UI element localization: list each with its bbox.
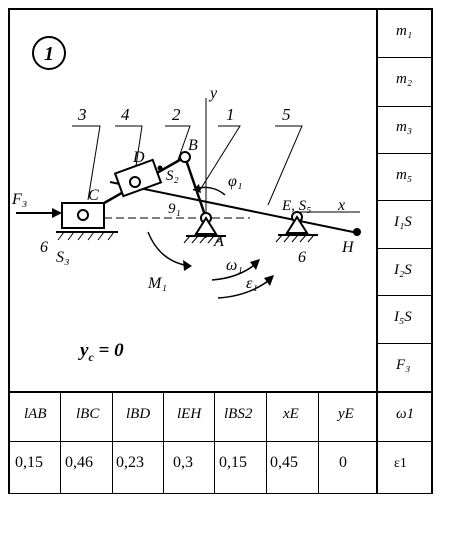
- label-link-3: 3: [77, 105, 87, 124]
- leader-3: [72, 125, 101, 201]
- label-point-C: C: [88, 187, 99, 204]
- header-lEH: lEH: [177, 406, 202, 422]
- label-S2: S₂: [166, 168, 179, 184]
- label-m5: m₅: [396, 167, 413, 183]
- label-point-H: H: [341, 239, 355, 256]
- ground-A-hatch: [183, 235, 223, 244]
- scheme-number: 1: [44, 43, 54, 65]
- value-lBC: 0,46: [65, 454, 93, 471]
- link-5-line: [109, 181, 359, 234]
- value-lEH: 0,3: [173, 454, 193, 471]
- omega1-arrowhead: [250, 259, 260, 270]
- bottom-col-2: [112, 391, 113, 494]
- label-F3: F₃: [396, 357, 411, 373]
- right-border: [431, 8, 433, 494]
- top-border: [8, 8, 432, 10]
- header-yE: yE: [338, 406, 354, 422]
- column-divider: [376, 8, 378, 494]
- label-omega1: ω₁: [226, 257, 243, 274]
- label-x-axis: x: [337, 197, 345, 214]
- row-divider-1: [376, 57, 432, 58]
- header-lAB: lAB: [24, 406, 47, 422]
- bottom-col-5: [266, 391, 267, 494]
- label-I2S: I₂S: [394, 262, 412, 278]
- label-point-D: D: [132, 149, 145, 166]
- label-point-A: A: [213, 233, 224, 250]
- label-S3: S₃: [56, 249, 70, 266]
- slider-guide-hatch: [57, 231, 115, 241]
- label-F3: F₃: [11, 191, 27, 208]
- label-m3: m₃: [396, 119, 413, 135]
- label-link-2: 2: [172, 105, 181, 124]
- label-point-B: B: [188, 137, 198, 154]
- label-eps1: ε₁: [246, 275, 258, 292]
- joint-B: [179, 151, 191, 163]
- label-I5S: I₅S: [394, 309, 412, 325]
- yc-sub: c: [88, 349, 94, 364]
- label-ground-6a: 6: [40, 239, 48, 256]
- scheme-number-circle: 1: [32, 36, 66, 70]
- bottom-table-bottom: [8, 493, 432, 494]
- label-link-4: 4: [121, 105, 130, 124]
- bottom-col-4: [214, 391, 215, 494]
- leader-1: [199, 125, 241, 191]
- bottom-col-1: [60, 391, 61, 494]
- M1-arrowhead: [183, 260, 192, 271]
- header-lBC: lBC: [76, 406, 100, 422]
- yc-value: = 0: [93, 340, 124, 361]
- label-g1: 9₁: [168, 201, 181, 217]
- label-y-axis: y: [208, 85, 218, 102]
- leader-4: [115, 125, 143, 167]
- phi1-arrowhead: [193, 184, 201, 193]
- row-divider-7: [376, 343, 432, 344]
- value-lBD: 0,23: [116, 454, 144, 471]
- bottom-col-3: [163, 391, 164, 494]
- label-m2: m₂: [396, 71, 413, 87]
- value-xE: 0,45: [270, 454, 298, 471]
- point-H: [353, 228, 361, 236]
- header-omega1: ω1: [396, 406, 415, 422]
- force-F3-arrowhead: [52, 208, 62, 218]
- label-ES5: E, S₅: [281, 198, 311, 214]
- support-E: [285, 215, 309, 234]
- row-divider-3: [376, 153, 432, 154]
- label-M1: M₁: [147, 275, 167, 292]
- joint-D: [129, 176, 141, 188]
- header-xE: xE: [283, 406, 299, 422]
- header-lBD: lBD: [126, 406, 151, 422]
- eps1-arc: [217, 277, 273, 299]
- bottom-col-6: [318, 391, 319, 494]
- label-ground-6b: 6: [298, 249, 306, 266]
- yc-var: y: [80, 340, 89, 361]
- row-divider-2: [376, 106, 432, 107]
- bottom-table-top: [8, 391, 432, 393]
- label-link-1: 1: [226, 105, 235, 124]
- joint-C: [77, 209, 89, 221]
- row-divider-4: [376, 200, 432, 201]
- label-phi1: φ₁: [228, 173, 242, 190]
- label-I1S: I₁S: [394, 214, 412, 230]
- value-lAB: 0,15: [15, 454, 43, 471]
- value-lBS2: 0,15: [219, 454, 247, 471]
- value-eps1: ε1: [394, 456, 407, 471]
- row-divider-5: [376, 248, 432, 249]
- header-lBS2: lBS2: [224, 406, 253, 422]
- row-divider-6: [376, 295, 432, 296]
- label-link-5: 5: [282, 105, 291, 124]
- value-yE: 0: [339, 454, 347, 471]
- label-m1: m₁: [396, 23, 413, 39]
- support-A: [194, 216, 218, 235]
- bottom-table-mid: [8, 441, 432, 442]
- yc-condition: yc = 0: [80, 340, 124, 365]
- left-border: [8, 8, 10, 494]
- ground-E-hatch: [275, 234, 315, 243]
- point-S2: [157, 165, 163, 171]
- eps1-arrowhead: [264, 275, 274, 286]
- leader-2: [165, 125, 191, 161]
- leader-5: [267, 125, 303, 206]
